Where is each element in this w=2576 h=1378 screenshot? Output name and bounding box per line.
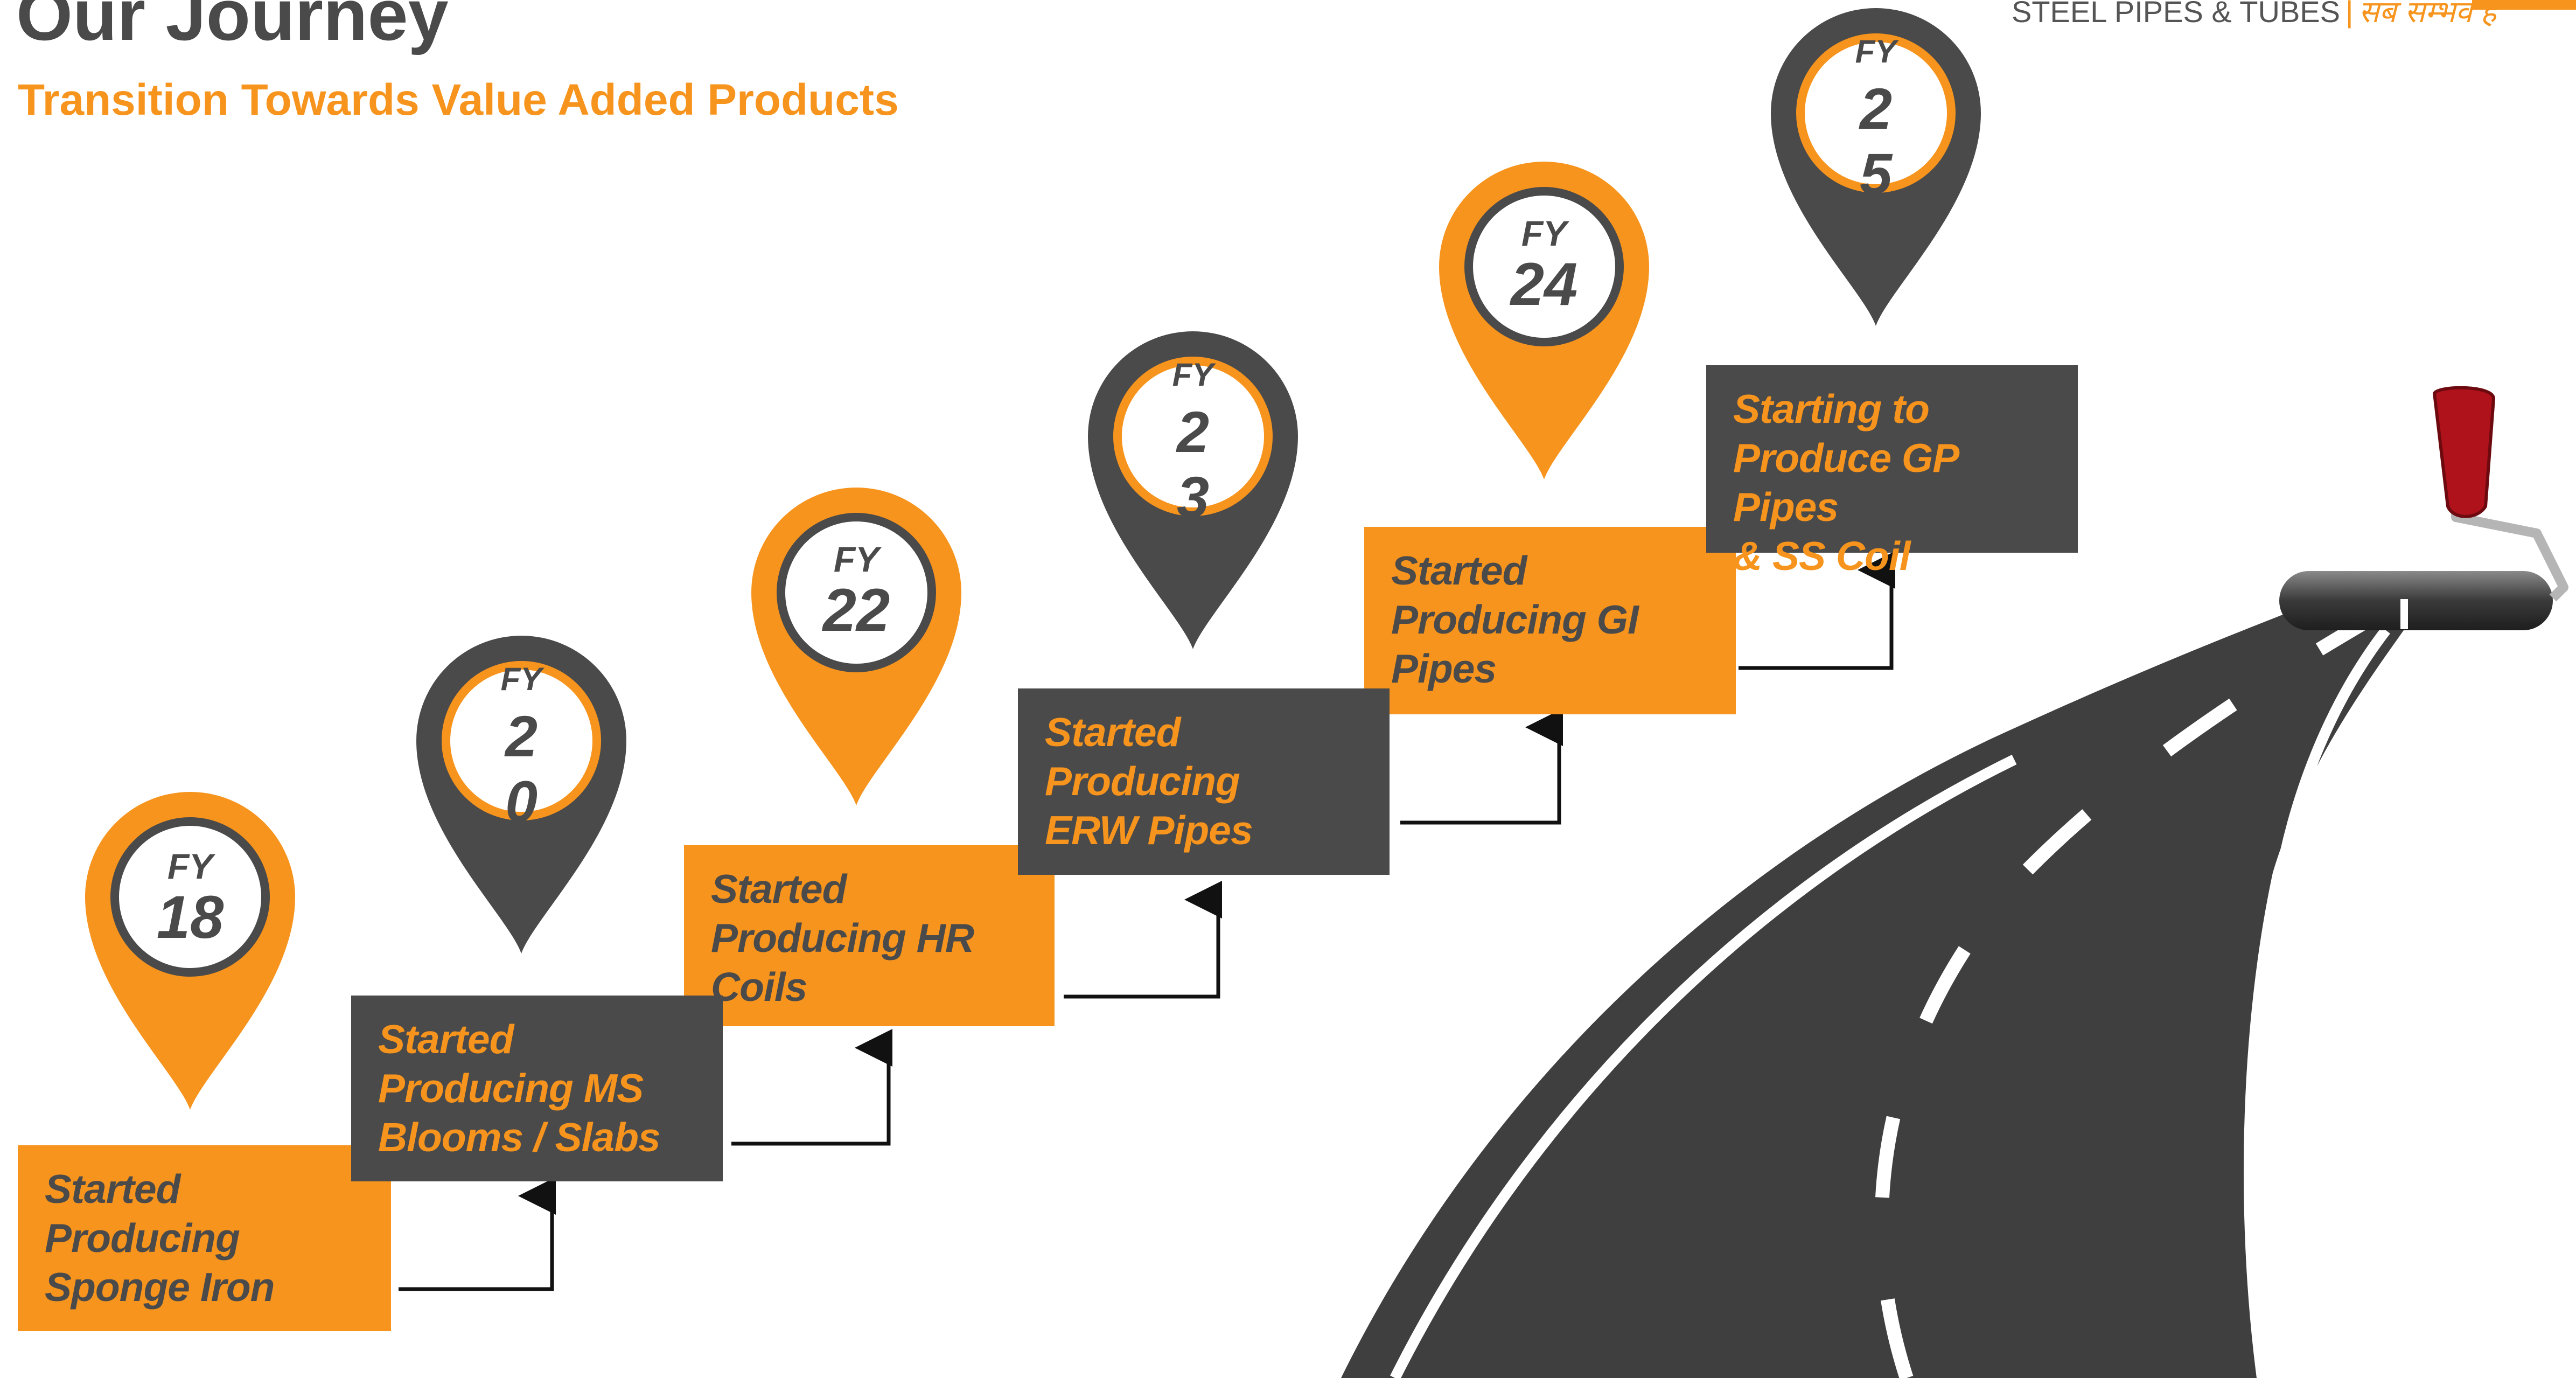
milestone-pin-fy25: FY 2 5	[1771, 8, 1981, 326]
brand-name: STEEL PIPES & TUBES	[2012, 0, 2341, 29]
connector-arrow-1	[399, 1177, 556, 1291]
map-pin-icon	[1771, 8, 1981, 326]
corner-accent-bar	[2472, 0, 2576, 10]
map-pin-icon	[416, 636, 626, 954]
map-pin-icon	[751, 488, 961, 805]
pin-year-text: 2 0	[505, 704, 538, 834]
pin-fy-text: FY	[1172, 357, 1214, 393]
road-left-edge-line	[1390, 755, 2017, 1378]
paint-roller-cylinder	[2279, 571, 2553, 630]
connector-arrow-4	[1400, 708, 1563, 825]
map-pin-icon	[1088, 331, 1298, 649]
page-title: Our Journey	[16, 0, 449, 55]
step-box-fy22: Started Producing HR Coils	[684, 845, 1055, 1026]
milestone-pin-fy18: FY 18	[85, 792, 295, 1110]
map-pin-icon	[1439, 162, 1649, 479]
pin-label-fy18: FY 18	[85, 848, 295, 948]
pin-fy-text: FY	[167, 846, 213, 886]
milestone-pin-fy23: FY 2 3	[1088, 331, 1298, 649]
connector-arrow-2	[731, 1029, 892, 1146]
road-right-edge-line	[2257, 627, 2390, 1378]
connector-arrow-3	[1064, 881, 1222, 999]
paint-roller-handle	[2432, 386, 2496, 518]
pin-label-fy23: FY 2 3	[1088, 357, 1298, 539]
step-box-fy20: Started Producing MS Blooms / Slabs	[351, 996, 723, 1181]
pin-year-text: 22	[822, 576, 890, 644]
milestone-pin-fy24: FY 24	[1439, 162, 1649, 479]
connector-arrow-5	[1739, 551, 1895, 670]
pin-label-fy25: FY 2 5	[1771, 33, 1981, 215]
pin-year-text: 18	[156, 883, 224, 951]
step-box-fy24: Started Producing GI Pipes	[1364, 527, 1736, 714]
step-box-fy25: Starting to Produce GP Pipes & SS Coil	[1706, 365, 2078, 579]
pin-fy-text: FY	[500, 661, 542, 697]
road-shape	[1341, 593, 2407, 1378]
road-surface	[1341, 593, 2407, 1378]
pin-fy-text: FY	[1521, 213, 1567, 253]
milestone-pin-fy22: FY 22	[751, 488, 961, 805]
pin-fy-text: FY	[833, 539, 879, 579]
pin-label-fy22: FY 22	[751, 541, 961, 641]
step-box-fy23: Started Producing ERW Pipes	[1018, 688, 1390, 875]
pin-year-text: 24	[1510, 250, 1578, 318]
page-subtitle: Transition Towards Value Added Products	[18, 75, 899, 124]
pin-label-fy24: FY 24	[1439, 215, 1649, 315]
pin-year-text: 2 3	[1176, 399, 1210, 530]
map-pin-icon	[85, 792, 295, 1110]
milestone-pin-fy20: FY 2 0	[416, 636, 626, 954]
paint-roller-highlight	[2400, 599, 2408, 629]
step-box-fy18: Started Producing Sponge Iron	[18, 1145, 391, 1331]
brand-divider: |	[2345, 0, 2354, 29]
pin-fy-text: FY	[1855, 33, 1897, 69]
pin-label-fy20: FY 2 0	[416, 661, 626, 843]
paint-roller-icon	[2279, 386, 2568, 630]
pin-year-text: 2 5	[1859, 76, 1893, 206]
